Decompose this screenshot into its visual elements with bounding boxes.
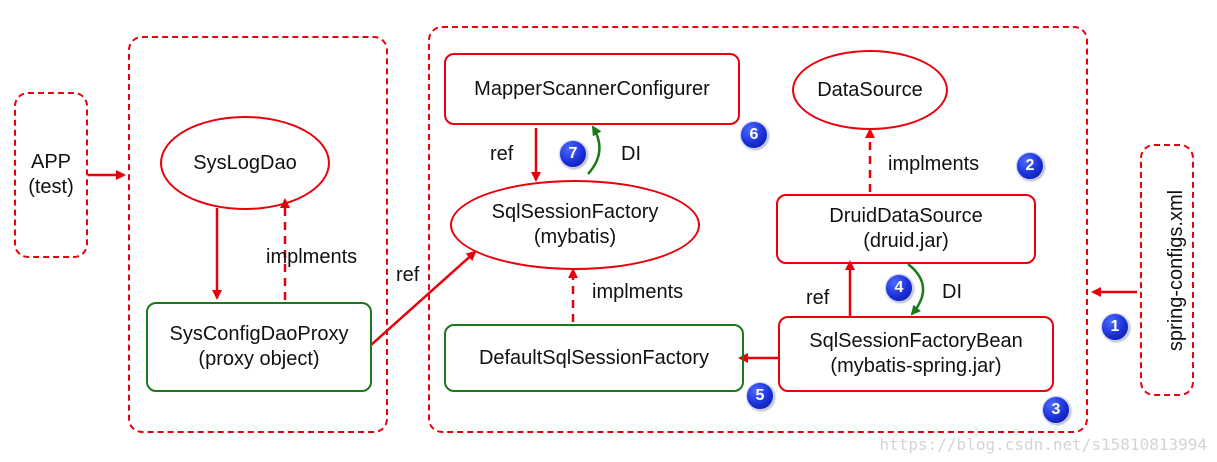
step-badge-6: 6	[740, 121, 768, 149]
step-badge-2: 2	[1016, 152, 1044, 180]
sqlsessionfactory-sublabel: (mybatis)	[533, 226, 617, 248]
spring-configs-box: spring-configs.xml	[1140, 144, 1194, 396]
mapperscannerconfigurer-node: MapperScannerConfigurer	[444, 53, 740, 125]
sqlsessionfactorybean-node: SqlSessionFactoryBean (mybatis-spring.ja…	[778, 316, 1054, 392]
app-label: APP	[30, 151, 72, 173]
step-badge-3: 3	[1042, 396, 1070, 424]
implments-label-default: implments	[592, 281, 684, 303]
sqlsessionfactory-node: SqlSessionFactory (mybatis)	[450, 180, 700, 270]
di-label-mapper: DI	[621, 143, 641, 165]
ref-label-mapper: ref	[490, 143, 514, 165]
druiddatasource-node: DruidDataSource (druid.jar)	[776, 194, 1036, 264]
implments-label-druid: implments	[888, 153, 980, 175]
sysconfigdaoproxy-label: SysConfigDaoProxy	[169, 323, 349, 345]
spring-configs-label: spring-configs.xml	[1165, 189, 1188, 352]
syslogdao-node: SysLogDao	[160, 116, 330, 210]
step-badge-5: 5	[746, 382, 774, 410]
step-badge-4: 4	[885, 274, 913, 302]
datasource-label: DataSource	[817, 78, 923, 101]
syslogdao-label: SysLogDao	[193, 151, 297, 174]
implments-label-proxy: implments	[266, 246, 358, 268]
mapperscannerconfigurer-label: MapperScannerConfigurer	[474, 77, 710, 100]
proxy-group	[128, 36, 388, 433]
ref-label-bean: ref	[806, 287, 830, 309]
edge-di-sqlsessionfactory-to-mapper	[587, 125, 602, 175]
druiddatasource-sublabel: (druid.jar)	[863, 230, 949, 252]
edge-di-druid-to-bean	[907, 263, 925, 316]
edge-proxy-ref-sqlsessionfactory	[370, 250, 477, 346]
spring-container-group	[428, 26, 1088, 433]
watermark-text: https://blog.csdn.net/s15810813994	[879, 435, 1207, 454]
defaultsqlsessionfactory-label: DefaultSqlSessionFactory	[478, 346, 710, 369]
app-box: APP (test)	[14, 92, 88, 258]
step-badge-7: 7	[559, 140, 587, 168]
druiddatasource-label: DruidDataSource	[829, 205, 983, 227]
step-badge-1: 1	[1101, 313, 1129, 341]
sqlsessionfactorybean-label: SqlSessionFactoryBean	[809, 330, 1023, 352]
sqlsessionfactorybean-sublabel: (mybatis-spring.jar)	[830, 355, 1002, 377]
app-sublabel: (test)	[28, 176, 74, 198]
ref-label-proxy: ref	[396, 264, 420, 286]
defaultsqlsessionfactory-node: DefaultSqlSessionFactory	[444, 324, 744, 392]
di-label-bean: DI	[942, 281, 962, 303]
datasource-node: DataSource	[792, 50, 948, 130]
sqlsessionfactory-label: SqlSessionFactory	[491, 201, 659, 223]
sysconfigdaoproxy-node: SysConfigDaoProxy (proxy object)	[146, 302, 372, 392]
sysconfigdaoproxy-sublabel: (proxy object)	[198, 348, 320, 370]
